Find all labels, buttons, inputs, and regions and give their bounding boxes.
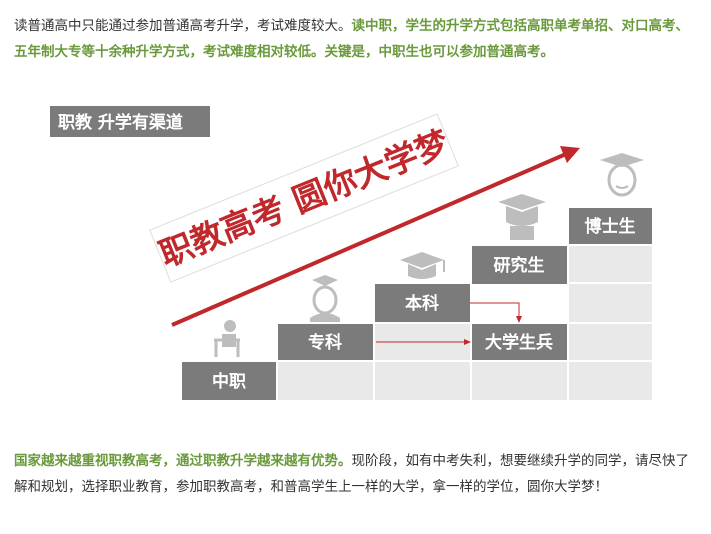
step-zhongzhi [182, 362, 276, 400]
grid-cell [472, 362, 567, 400]
outro-plain-text: 现阶段，如有中考失利，想要继续升学的同学，请尽快了解和规划，选择职业教育，参加职… [14, 453, 689, 495]
grid-cell [569, 246, 652, 282]
step-grid-light [278, 246, 652, 400]
header-tag-background [50, 106, 210, 137]
intro-paragraph: 读普通高中只能通过参加普通高考升学，考试难度较大。读中职，学生的升学方式包括高职… [14, 13, 698, 65]
slogan-banner-background [149, 113, 459, 283]
intro-highlight-text: 读中职，学生的升学方式包括高职单考单招、对口高考、五年制大专等十余种升学方式，考… [14, 18, 689, 60]
growth-arrow-line [171, 152, 567, 327]
step-zhuanke-label: 专科 [308, 332, 342, 353]
step-boshisheng [569, 208, 652, 244]
mortarboard-icon [400, 252, 445, 279]
slogan-text: 职教高考 圆你大学梦 [154, 122, 456, 274]
step-zhongzhi-label: 中职 [212, 371, 246, 392]
grid-cell [569, 362, 652, 400]
outro-highlight-text: 国家越来越重视职教高考，通过职教升学越来越有优势。 [14, 453, 352, 469]
grid-cell [569, 284, 652, 322]
graduate-cap-icon [498, 194, 546, 240]
growth-arrow-head [560, 146, 580, 163]
step-zhuanke [278, 324, 373, 360]
step-yanjiusheng [472, 246, 567, 284]
header-tag-label: 职教 升学有渠道 [58, 112, 183, 133]
step-benke-label: 本科 [405, 293, 439, 314]
step-daxueshengbing [472, 324, 567, 360]
connector-arrowhead [516, 316, 522, 323]
outro-paragraph: 国家越来越重视职教高考，通过职教升学越来越有优势。现阶段，如有中考失利，想要继续… [14, 448, 698, 500]
step-benke [375, 284, 470, 322]
graduate-outline-icon [310, 275, 340, 322]
grid-cell [375, 362, 470, 400]
connector-benke-to-bing [470, 302, 520, 318]
step-yanjiusheng-label: 研究生 [494, 255, 545, 276]
connector-arrowhead [464, 339, 471, 345]
step-boshisheng-label: 博士生 [585, 216, 636, 237]
doctor-graduate-icon [600, 153, 644, 197]
step-daxueshengbing-label: 大学生兵 [485, 332, 553, 353]
intro-plain-text: 读普通高中只能通过参加普通高考升学，考试难度较大。 [14, 18, 352, 34]
student-at-desk-icon [214, 320, 240, 357]
grid-cell [569, 324, 652, 360]
grid-cell [278, 362, 373, 400]
